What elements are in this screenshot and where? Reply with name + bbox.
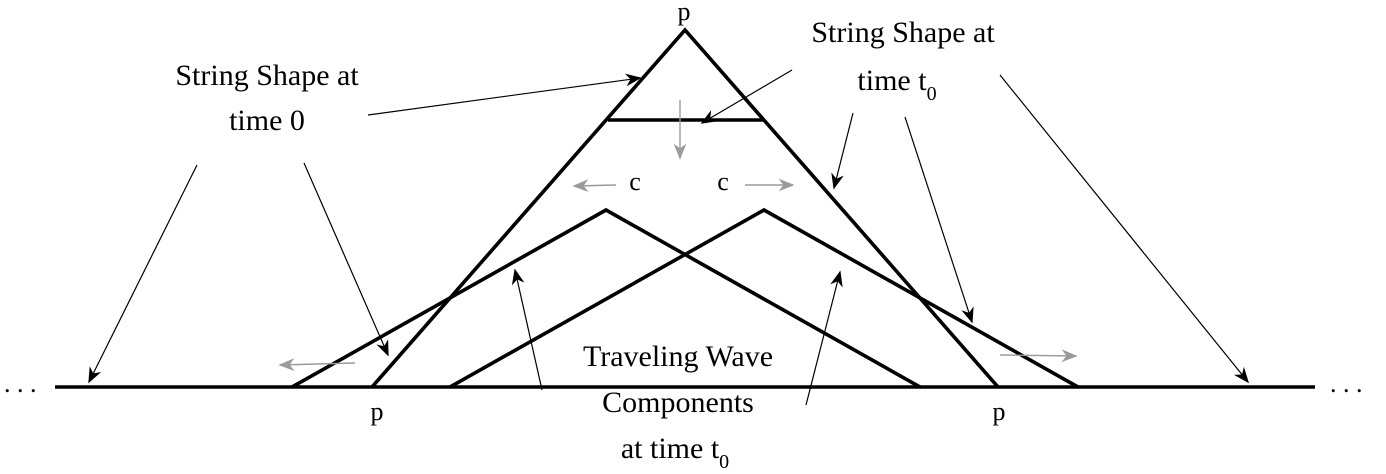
pointer-time0-to-peak [367,73,642,116]
label-traveling-line2: Components [602,386,754,419]
left-travel-arrow [278,358,356,372]
traveling-wave-left [291,207,921,389]
pointer-time0-to-baseline-left [88,164,198,384]
label-traveling-subscript: 0 [719,451,729,473]
label-traveling-time: at time t [621,432,720,465]
pointer-time0-to-left-edge [303,162,389,357]
left-ellipsis: . . . [4,369,37,398]
label-left-c: c [629,167,641,196]
pointer-traveling-to-right-wave [805,270,843,406]
label-string-shape-time0-line2: time 0 [229,104,305,137]
label-peak-p: p [678,0,691,26]
label-left-p: p [371,397,384,426]
label-traveling-line3: at time t0 [621,432,729,473]
traveling-wave-right [449,207,1079,389]
right-travel-arrow [999,349,1078,363]
label-string-shape-time0-line1: String Shape at [175,59,359,92]
left-velocity-arrow-c [572,179,617,193]
label-string-shape-t0-line2: time t0 [857,64,936,105]
string-shape-time0 [370,27,1000,389]
pointer-traveling-to-left-wave [511,268,543,391]
pointer-t0-to-baseline-right [999,74,1250,384]
label-string-shape-t0-subscript: 0 [927,83,937,105]
right-ellipsis: . . . [1330,369,1363,398]
pointer-t0-to-right-edge [831,112,854,190]
pointer-t0-to-top [700,69,793,124]
pointer-t0-to-lower-right [904,116,974,324]
label-traveling-line1: Traveling Wave [583,340,773,373]
label-string-shape-t0-line1: String Shape at [811,16,995,49]
label-string-shape-t0-time: time t [857,64,927,97]
label-right-c: c [717,167,729,196]
label-right-p: p [993,397,1006,426]
